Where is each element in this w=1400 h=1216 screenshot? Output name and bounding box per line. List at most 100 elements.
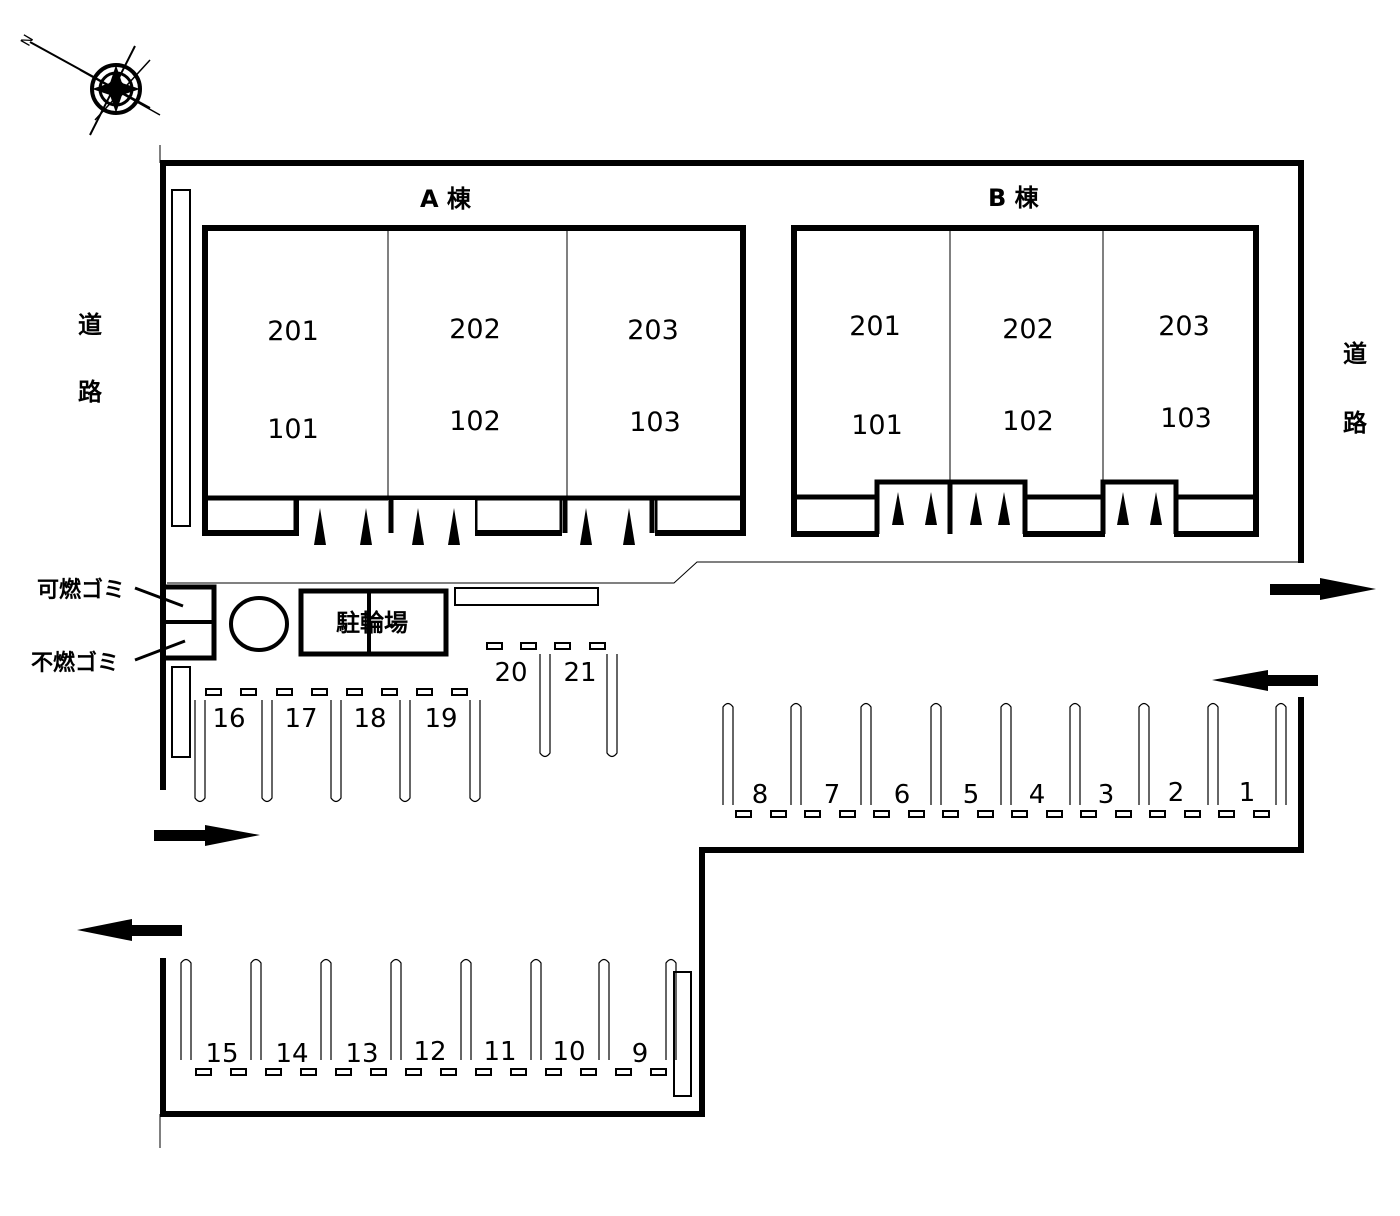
wheel-stop [839, 810, 856, 818]
wheel-stop [1046, 810, 1063, 818]
room-b-102: 102 [1002, 406, 1054, 437]
parking-number-19: 19 [424, 704, 457, 734]
parking-number-12: 12 [413, 1037, 446, 1067]
stall-divider [606, 654, 618, 758]
wheel-stop [475, 1068, 492, 1076]
stall-divider [860, 702, 872, 805]
stall-divider [180, 958, 192, 1060]
planter-box [454, 587, 599, 606]
wheel-stop [735, 810, 752, 818]
arrow-right-entry-icon [154, 825, 260, 846]
wheel-stop [554, 642, 571, 650]
parking-number-18: 18 [353, 704, 386, 734]
parking-number-3: 3 [1098, 780, 1115, 810]
stall-divider [320, 958, 332, 1060]
wheel-stop [942, 810, 959, 818]
room-a-102: 102 [449, 406, 501, 437]
stall-divider [330, 700, 342, 803]
stall-divider [539, 654, 551, 758]
stall-divider [390, 958, 402, 1060]
building-b-label: B 棟 [988, 184, 1040, 212]
stall-divider [598, 958, 610, 1060]
wheel-stop [580, 1068, 597, 1076]
walkway-line [167, 561, 1299, 584]
wheel-stop [1149, 810, 1166, 818]
building-b [791, 225, 1259, 537]
room-a-203: 203 [627, 315, 679, 346]
wheel-stop [589, 642, 606, 650]
wheel-stop [381, 688, 398, 696]
arrow-left-entry-icon [77, 919, 182, 941]
burnable-garbage-label: 可燃ゴミ [37, 577, 125, 603]
wheel-stop [416, 688, 433, 696]
road-right-char2: 路 [1343, 409, 1368, 437]
wheel-stop [1080, 810, 1097, 818]
stall-divider [460, 958, 472, 1060]
wheel-stop [195, 1068, 212, 1076]
stall-divider [194, 700, 206, 803]
wheel-stop [370, 1068, 387, 1076]
wheel-stop [615, 1068, 632, 1076]
parking-number-10: 10 [552, 1037, 585, 1067]
compass-north-label: N [18, 32, 37, 49]
parking-number-13: 13 [345, 1039, 378, 1069]
right-fence [673, 971, 692, 1097]
room-b-201: 201 [849, 311, 901, 342]
parking-number-2: 2 [1168, 778, 1185, 808]
parking-number-8: 8 [752, 780, 769, 810]
parking-number-7: 7 [824, 780, 841, 810]
nonburnable-garbage-label: 不燃ゴミ [31, 650, 119, 676]
wheel-stop [230, 1068, 247, 1076]
parking-number-5: 5 [963, 780, 980, 810]
wheel-stop [240, 688, 257, 696]
left-fence-lower [171, 666, 191, 758]
wheel-stop [1115, 810, 1132, 818]
wheel-stop [440, 1068, 457, 1076]
parking-number-15: 15 [205, 1039, 238, 1069]
wheel-stop [276, 688, 293, 696]
road-right-char1: 道 [1343, 340, 1367, 368]
stall-divider [399, 700, 411, 803]
wheel-stop [300, 1068, 317, 1076]
parking-number-4: 4 [1029, 780, 1046, 810]
room-b-202: 202 [1002, 314, 1054, 345]
wheel-stop [650, 1068, 667, 1076]
wheel-stop [346, 688, 363, 696]
building-a-entrance-markers [314, 508, 635, 545]
wheel-stop [205, 688, 222, 696]
compass-icon [29, 41, 161, 136]
tree-icon [229, 596, 289, 652]
stall-divider [250, 958, 262, 1060]
bicycle-parking [298, 588, 449, 657]
wheel-stop [405, 1068, 422, 1076]
wheel-stop [873, 810, 890, 818]
garbage-station [134, 584, 217, 662]
arrow-left-exit-icon [1212, 670, 1318, 691]
wheel-stop [977, 810, 994, 818]
stall-divider [722, 702, 734, 805]
stall-divider [530, 958, 542, 1060]
wheel-stop [908, 810, 925, 818]
building-a-label: A 棟 [420, 185, 472, 213]
site-boundary [160, 160, 1304, 1117]
wheel-stop [804, 810, 821, 818]
building-b-entrance-markers [892, 492, 1162, 525]
stall-divider [469, 700, 481, 803]
stall-divider [1138, 702, 1150, 805]
wheel-stop [311, 688, 328, 696]
stall-divider [1275, 702, 1287, 805]
stall-divider [1000, 702, 1012, 805]
wheel-stop [1253, 810, 1270, 818]
parking-number-17: 17 [284, 704, 317, 734]
wheel-stop [545, 1068, 562, 1076]
wheel-stop [1218, 810, 1235, 818]
parking-number-11: 11 [483, 1037, 516, 1067]
parking-number-1: 1 [1239, 778, 1256, 808]
room-a-202: 202 [449, 314, 501, 345]
arrow-right-exit-icon [1270, 578, 1376, 600]
wheel-stop [770, 810, 787, 818]
room-b-203: 203 [1158, 311, 1210, 342]
wheel-stop [510, 1068, 527, 1076]
stall-divider [930, 702, 942, 805]
